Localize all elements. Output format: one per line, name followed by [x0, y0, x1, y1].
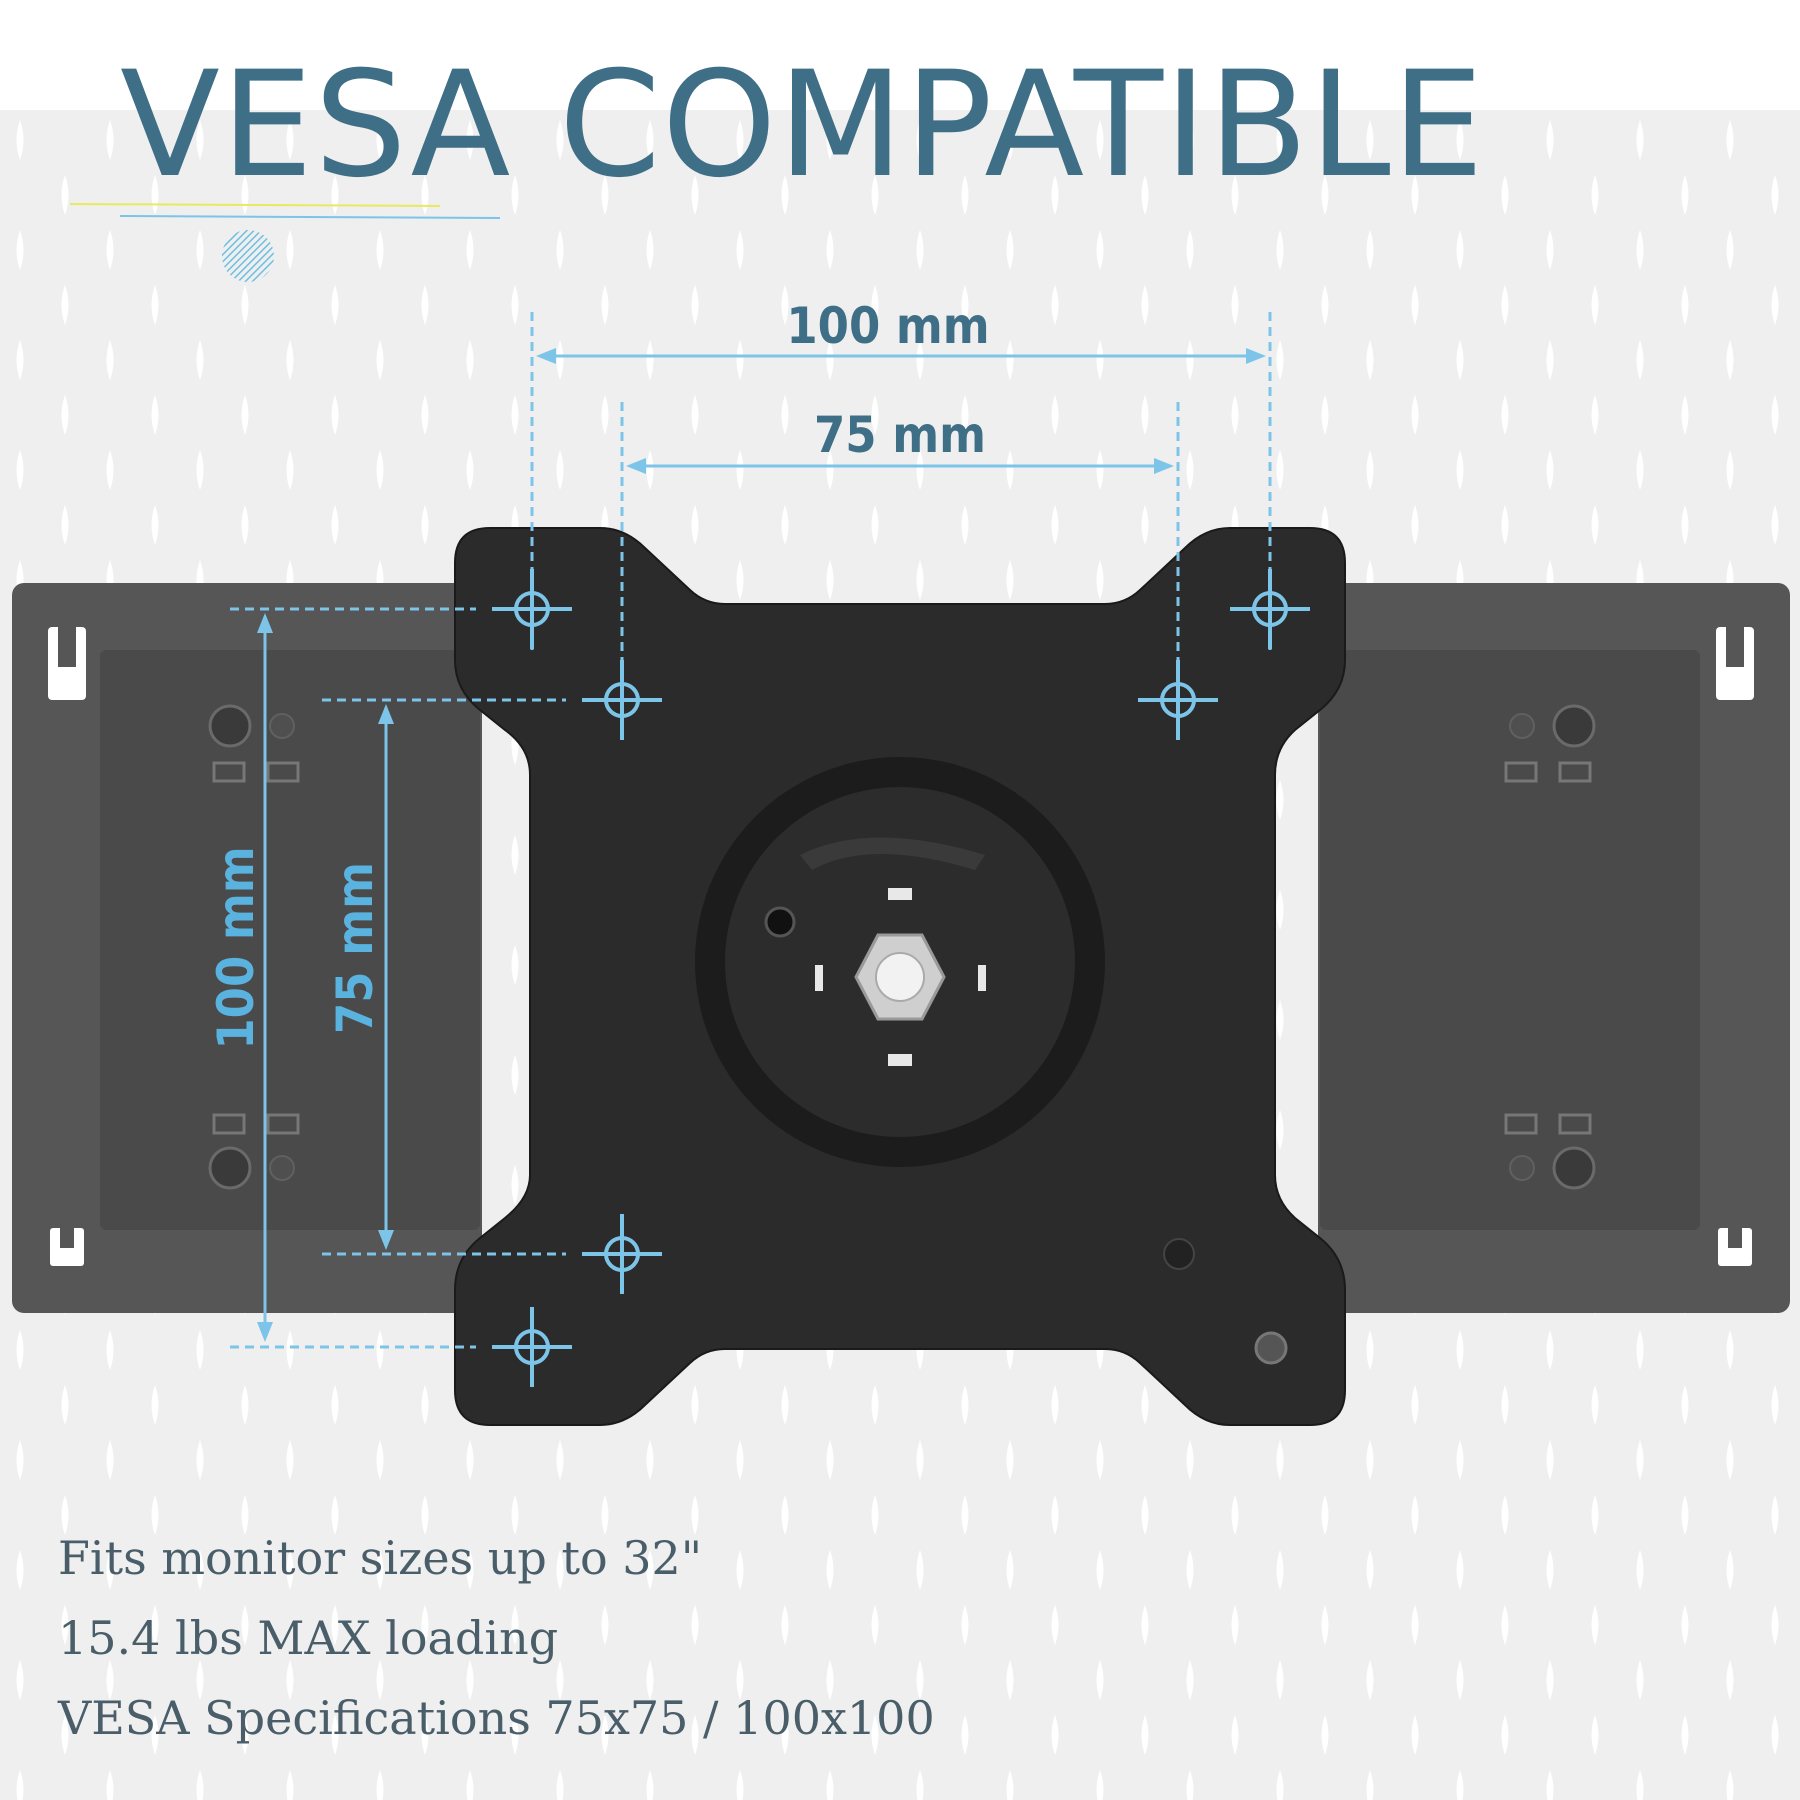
- spec-list: Fits monitor sizes up to 32" 15.4 lbs MA…: [58, 1518, 935, 1758]
- dimension-label-vertical-75: 75 mm: [326, 862, 384, 1034]
- hole-target-icon: [492, 569, 572, 649]
- right-bracket: [1318, 583, 1790, 1313]
- dimension-guides: [230, 312, 1272, 1349]
- spec-vesa-pattern: VESA Specifications 75x75 / 100x100: [58, 1691, 935, 1745]
- rotation-hub: [695, 757, 1105, 1167]
- hole-target-icon: [1230, 569, 1310, 649]
- dimension-label-vertical-100: 100 mm: [207, 846, 265, 1049]
- dimension-arrowheads: [257, 348, 1266, 1342]
- title-decoration: [69, 203, 501, 282]
- dimension-label-horizontal-75: 75 mm: [814, 406, 986, 464]
- mounting-hole-markers: [492, 569, 1310, 1387]
- spec-monitor-size: Fits monitor sizes up to 32": [58, 1531, 702, 1585]
- page-title: VESA COMPATIBLE: [120, 40, 1485, 210]
- hole-target-icon: [1138, 660, 1218, 740]
- hole-target-icon: [582, 660, 662, 740]
- hole-target-icon: [492, 1307, 572, 1387]
- spec-max-load: 15.4 lbs MAX loading: [58, 1611, 559, 1665]
- hole-target-icon: [582, 1214, 662, 1294]
- dimension-label-horizontal-100: 100 mm: [786, 297, 989, 355]
